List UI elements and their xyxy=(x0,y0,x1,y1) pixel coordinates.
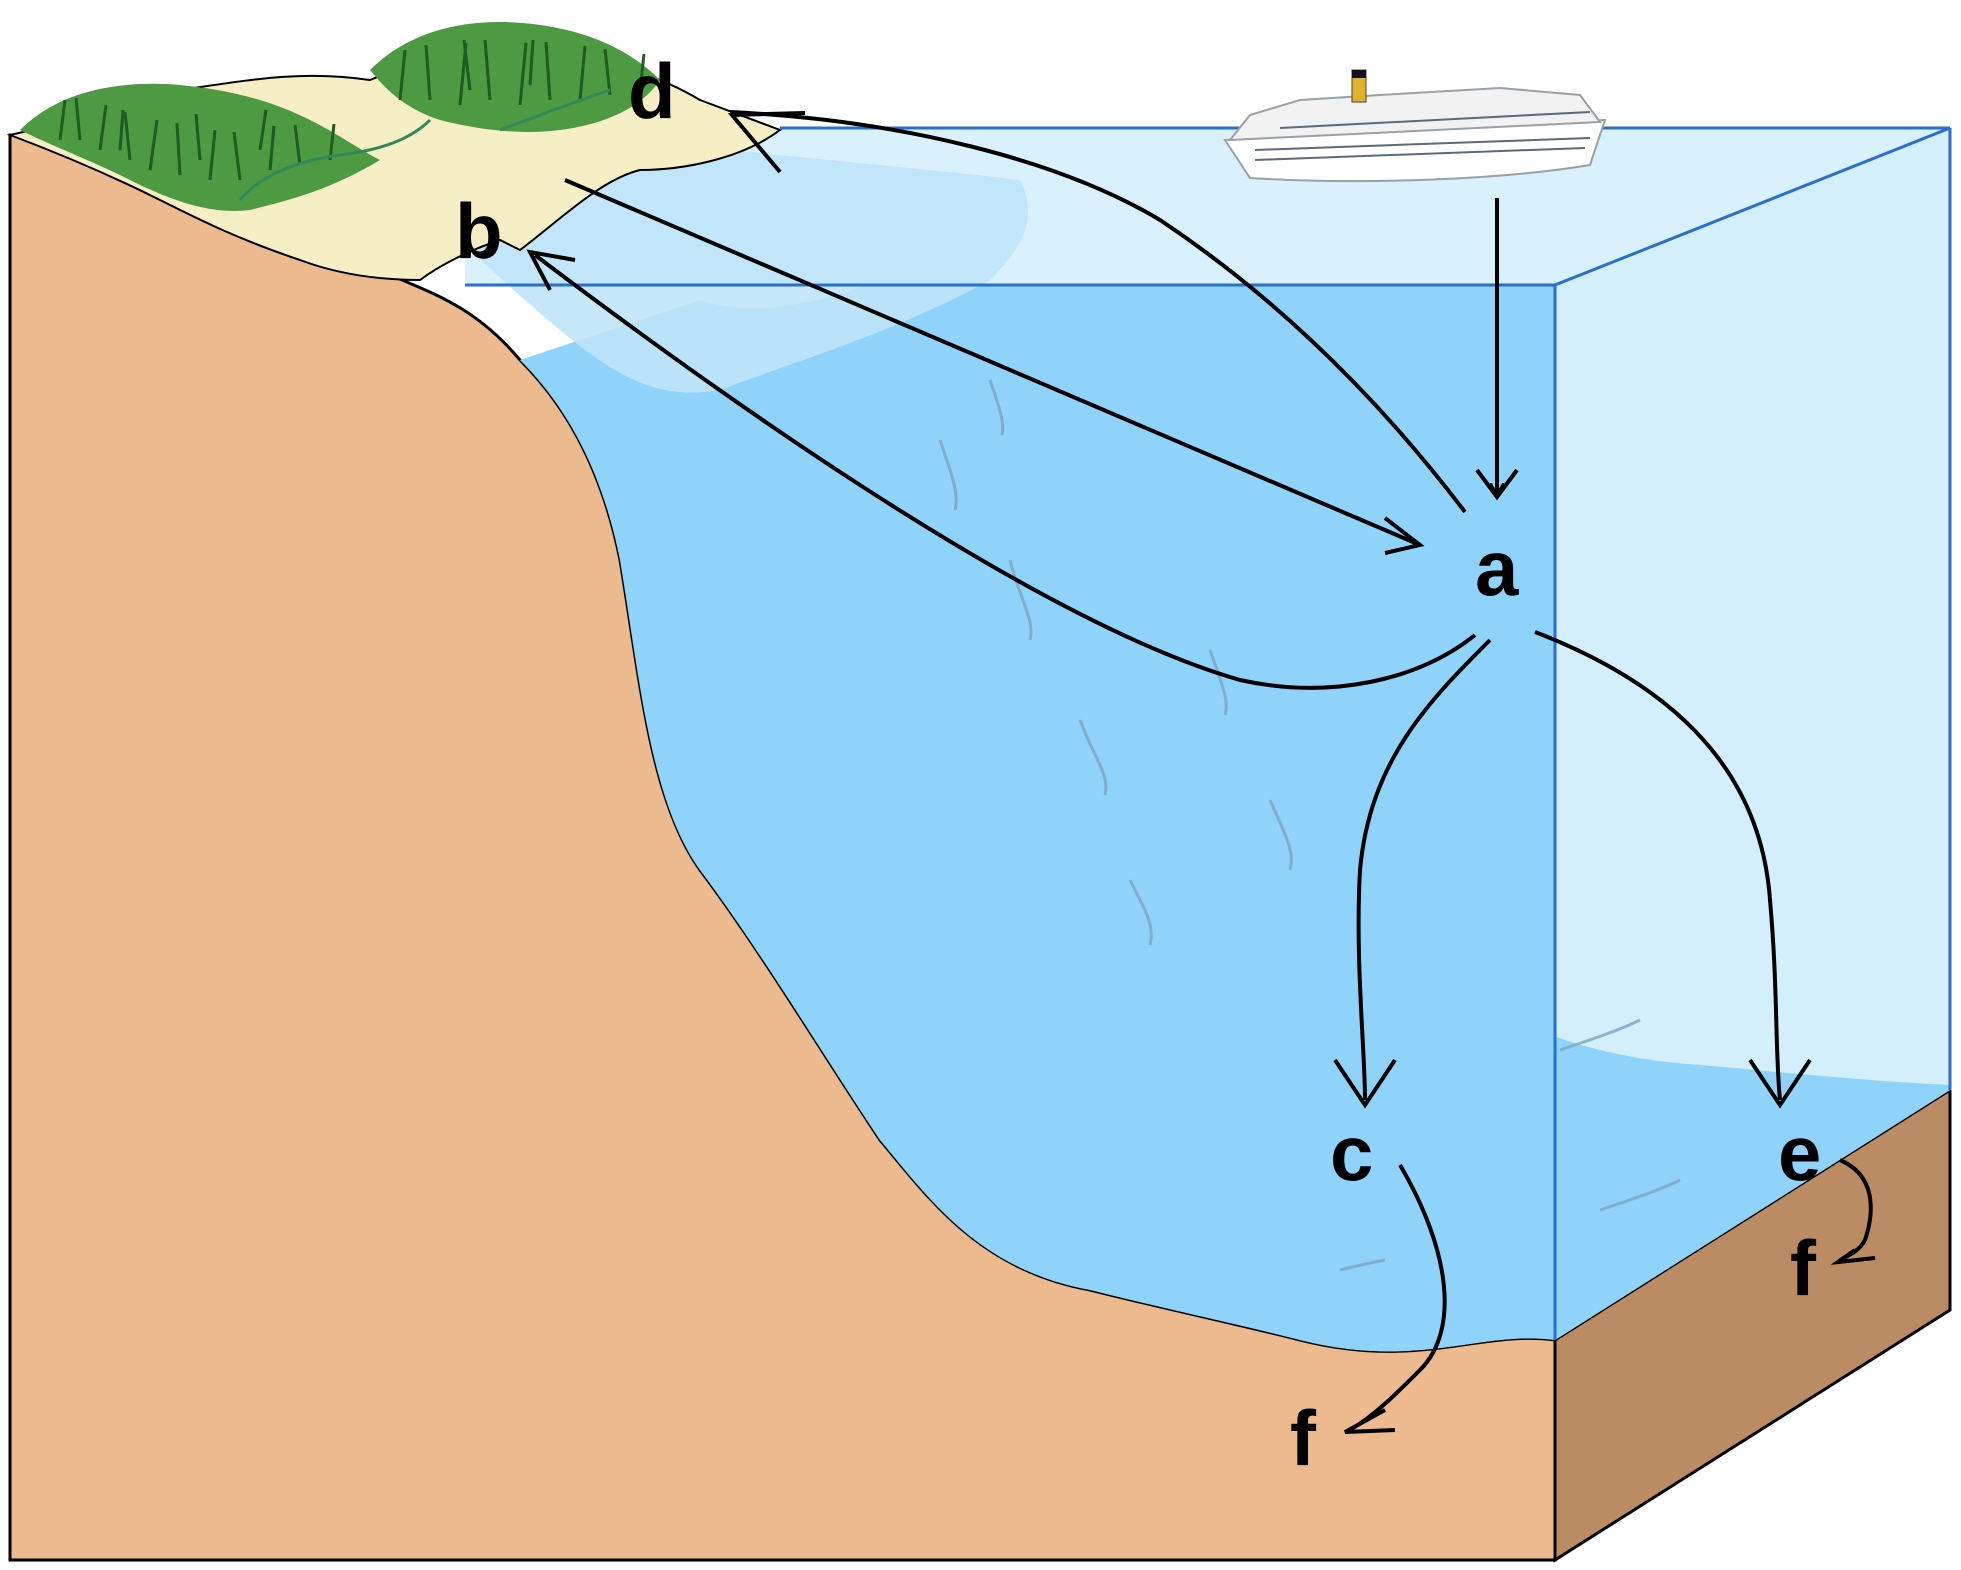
label-d: d xyxy=(628,47,676,135)
arrow-c-to-f xyxy=(1348,1163,1447,1432)
arrow-land-to-a xyxy=(564,178,1421,547)
arrow-a-to-c xyxy=(1356,638,1492,1101)
water-right-volume xyxy=(1555,128,1950,1340)
label-c: c xyxy=(1330,1109,1373,1197)
water-texture xyxy=(938,379,1681,1272)
label-f-right: f xyxy=(1790,1224,1817,1312)
box-edges xyxy=(465,126,1952,1340)
label-e: e xyxy=(1778,1109,1821,1197)
arrow-a-to-e xyxy=(1534,630,1782,1101)
label-f-left: f xyxy=(1290,1394,1317,1482)
label-b: b xyxy=(455,187,503,275)
cruise-ship-icon xyxy=(1223,69,1607,183)
arrow-a-to-d xyxy=(729,110,1467,514)
label-a: a xyxy=(1475,524,1519,612)
seafloor-right xyxy=(1000,300,1950,1352)
pathway-arrows xyxy=(526,110,1876,1434)
arrow-a-to-b xyxy=(533,253,1477,690)
coastal-grass-icon xyxy=(20,22,660,211)
